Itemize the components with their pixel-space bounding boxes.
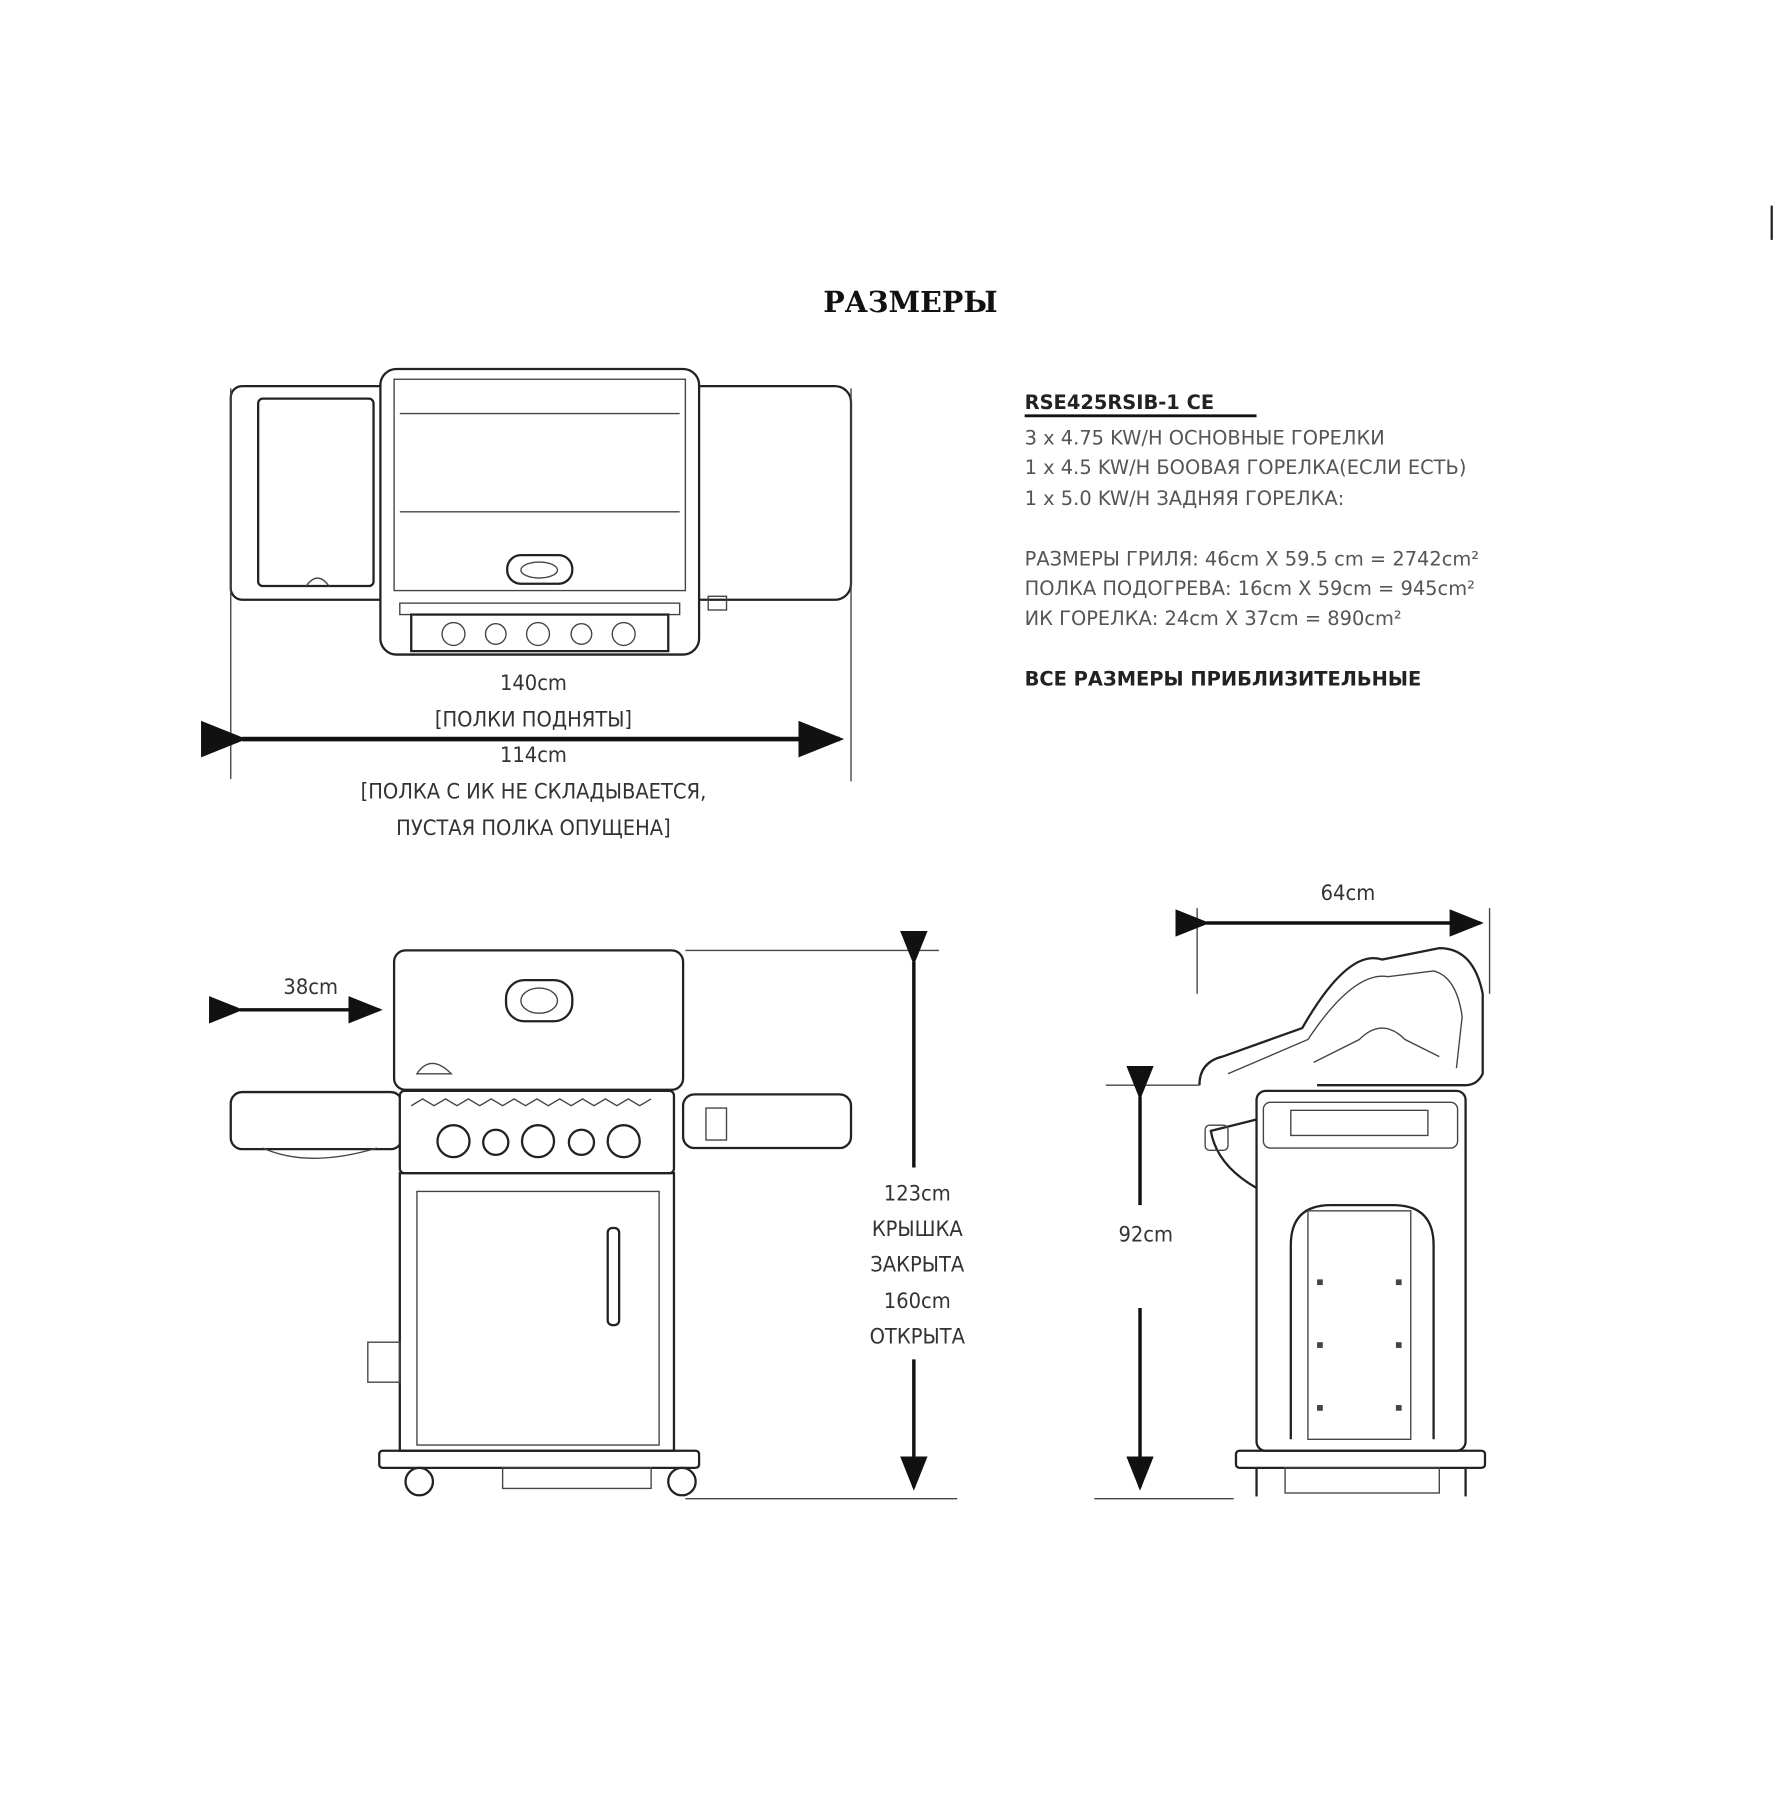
spec-block: RSE425RSIB-1 CE 3 x 4.75 KW/H ОСНОВНЫЕ Г… (1025, 391, 1479, 690)
spec-area-1: РАЗМЕРЫ ГРИЛЯ: 46cm X 59.5 cm = 2742cm² (1025, 547, 1479, 570)
width-raised-label: 140cm (500, 671, 567, 696)
height-open-label: 160cm (884, 1289, 951, 1314)
open-label: ОТКРЫТА (870, 1324, 966, 1349)
front-view-drawing (229, 949, 853, 1497)
spec-area-2: ПОЛКА ПОДОГРЕВА: 16cm X 59cm = 945cm² (1025, 577, 1475, 600)
top-view-drawing (229, 367, 853, 656)
height-closed-label: 123cm (884, 1182, 951, 1207)
spec-burner-1: 3 x 4.75 KW/H ОСНОВНЫЕ ГОРЕЛКИ (1025, 426, 1385, 449)
work-height-label: 92cm (1118, 1223, 1173, 1248)
width-lowered-note-1: [ПОЛКА С ИК НЕ СКЛАДЫВАЕТСЯ, (361, 779, 707, 804)
width-lowered-note-2: ПУСТАЯ ПОЛКА ОПУЩЕНА] (396, 816, 671, 841)
spec-note: ВСЕ РАЗМЕРЫ ПРИБЛИЗИТЕЛЬНЫЕ (1025, 667, 1422, 690)
depth-label: 64cm (1321, 881, 1376, 906)
spec-burner-3: 1 x 5.0 KW/H ЗАДНЯЯ ГОРЕЛКА: (1025, 487, 1345, 510)
page-title: РАЗМЕРЫ (823, 285, 997, 319)
closed-label: ЗАКРЫТА (870, 1252, 965, 1277)
model-name: RSE425RSIB-1 CE (1025, 391, 1214, 414)
shelf-width-label: 38cm (283, 975, 338, 1000)
lid-label: КРЫШКА (872, 1217, 964, 1242)
spec-area-3: ИК ГОРЕЛКА: 24cm X 37cm = 890cm² (1025, 607, 1402, 630)
spec-burner-2: 1 x 4.5 KW/H БООВАЯ ГОРЕЛКА(ЕСЛИ ЕСТЬ) (1025, 456, 1467, 479)
width-lowered-label: 114cm (500, 743, 567, 768)
width-raised-note: [ПОЛКИ ПОДНЯТЫ] (435, 708, 632, 733)
side-view-drawing (1198, 946, 1487, 1497)
